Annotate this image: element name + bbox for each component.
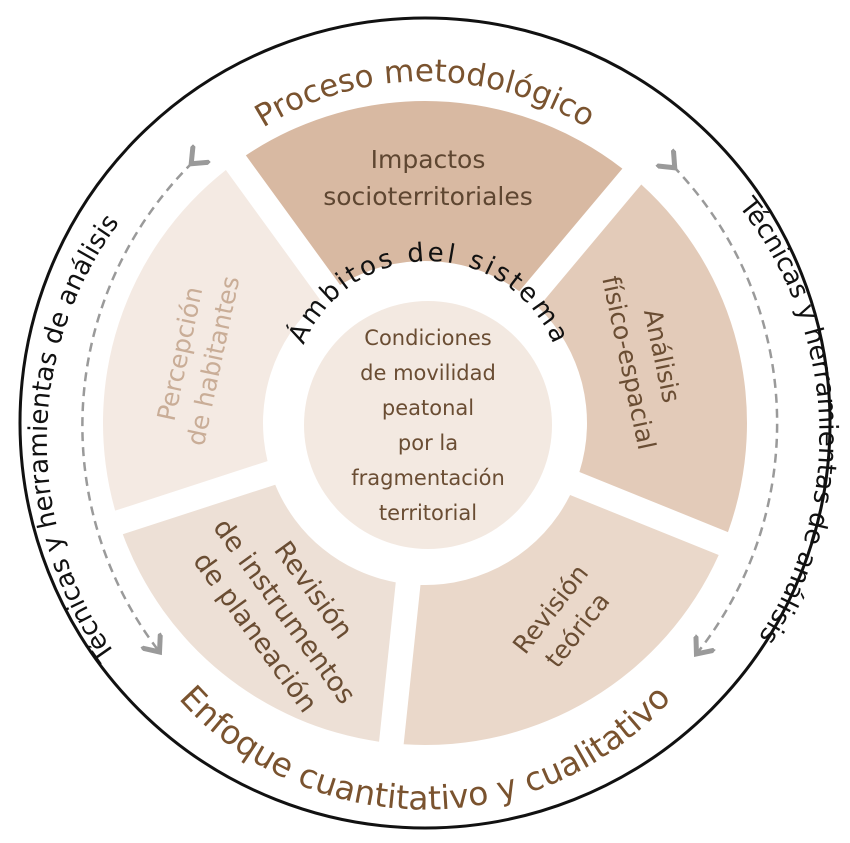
segment-revision-teorica [403,495,719,745]
center-line: fragmentación [351,466,505,490]
left-arrow-icon [81,162,193,650]
center-line: territorial [379,501,477,525]
center-circle [304,301,552,549]
center-line: de movilidad [360,361,496,385]
center-line: peatonal [382,396,474,420]
segment-impactos [245,100,623,292]
svg-text:Impactos: Impactos [371,145,486,174]
svg-text:socioterritoriales: socioterritoriales [323,182,533,211]
center-text: Condiciones de movilidad peatonal por la… [351,326,505,525]
right-arrow-icon [673,166,779,652]
segment-label-impactos: Impactos socioterritoriales [323,145,533,211]
center-line: por la [398,431,458,455]
center-line: Condiciones [364,326,491,350]
